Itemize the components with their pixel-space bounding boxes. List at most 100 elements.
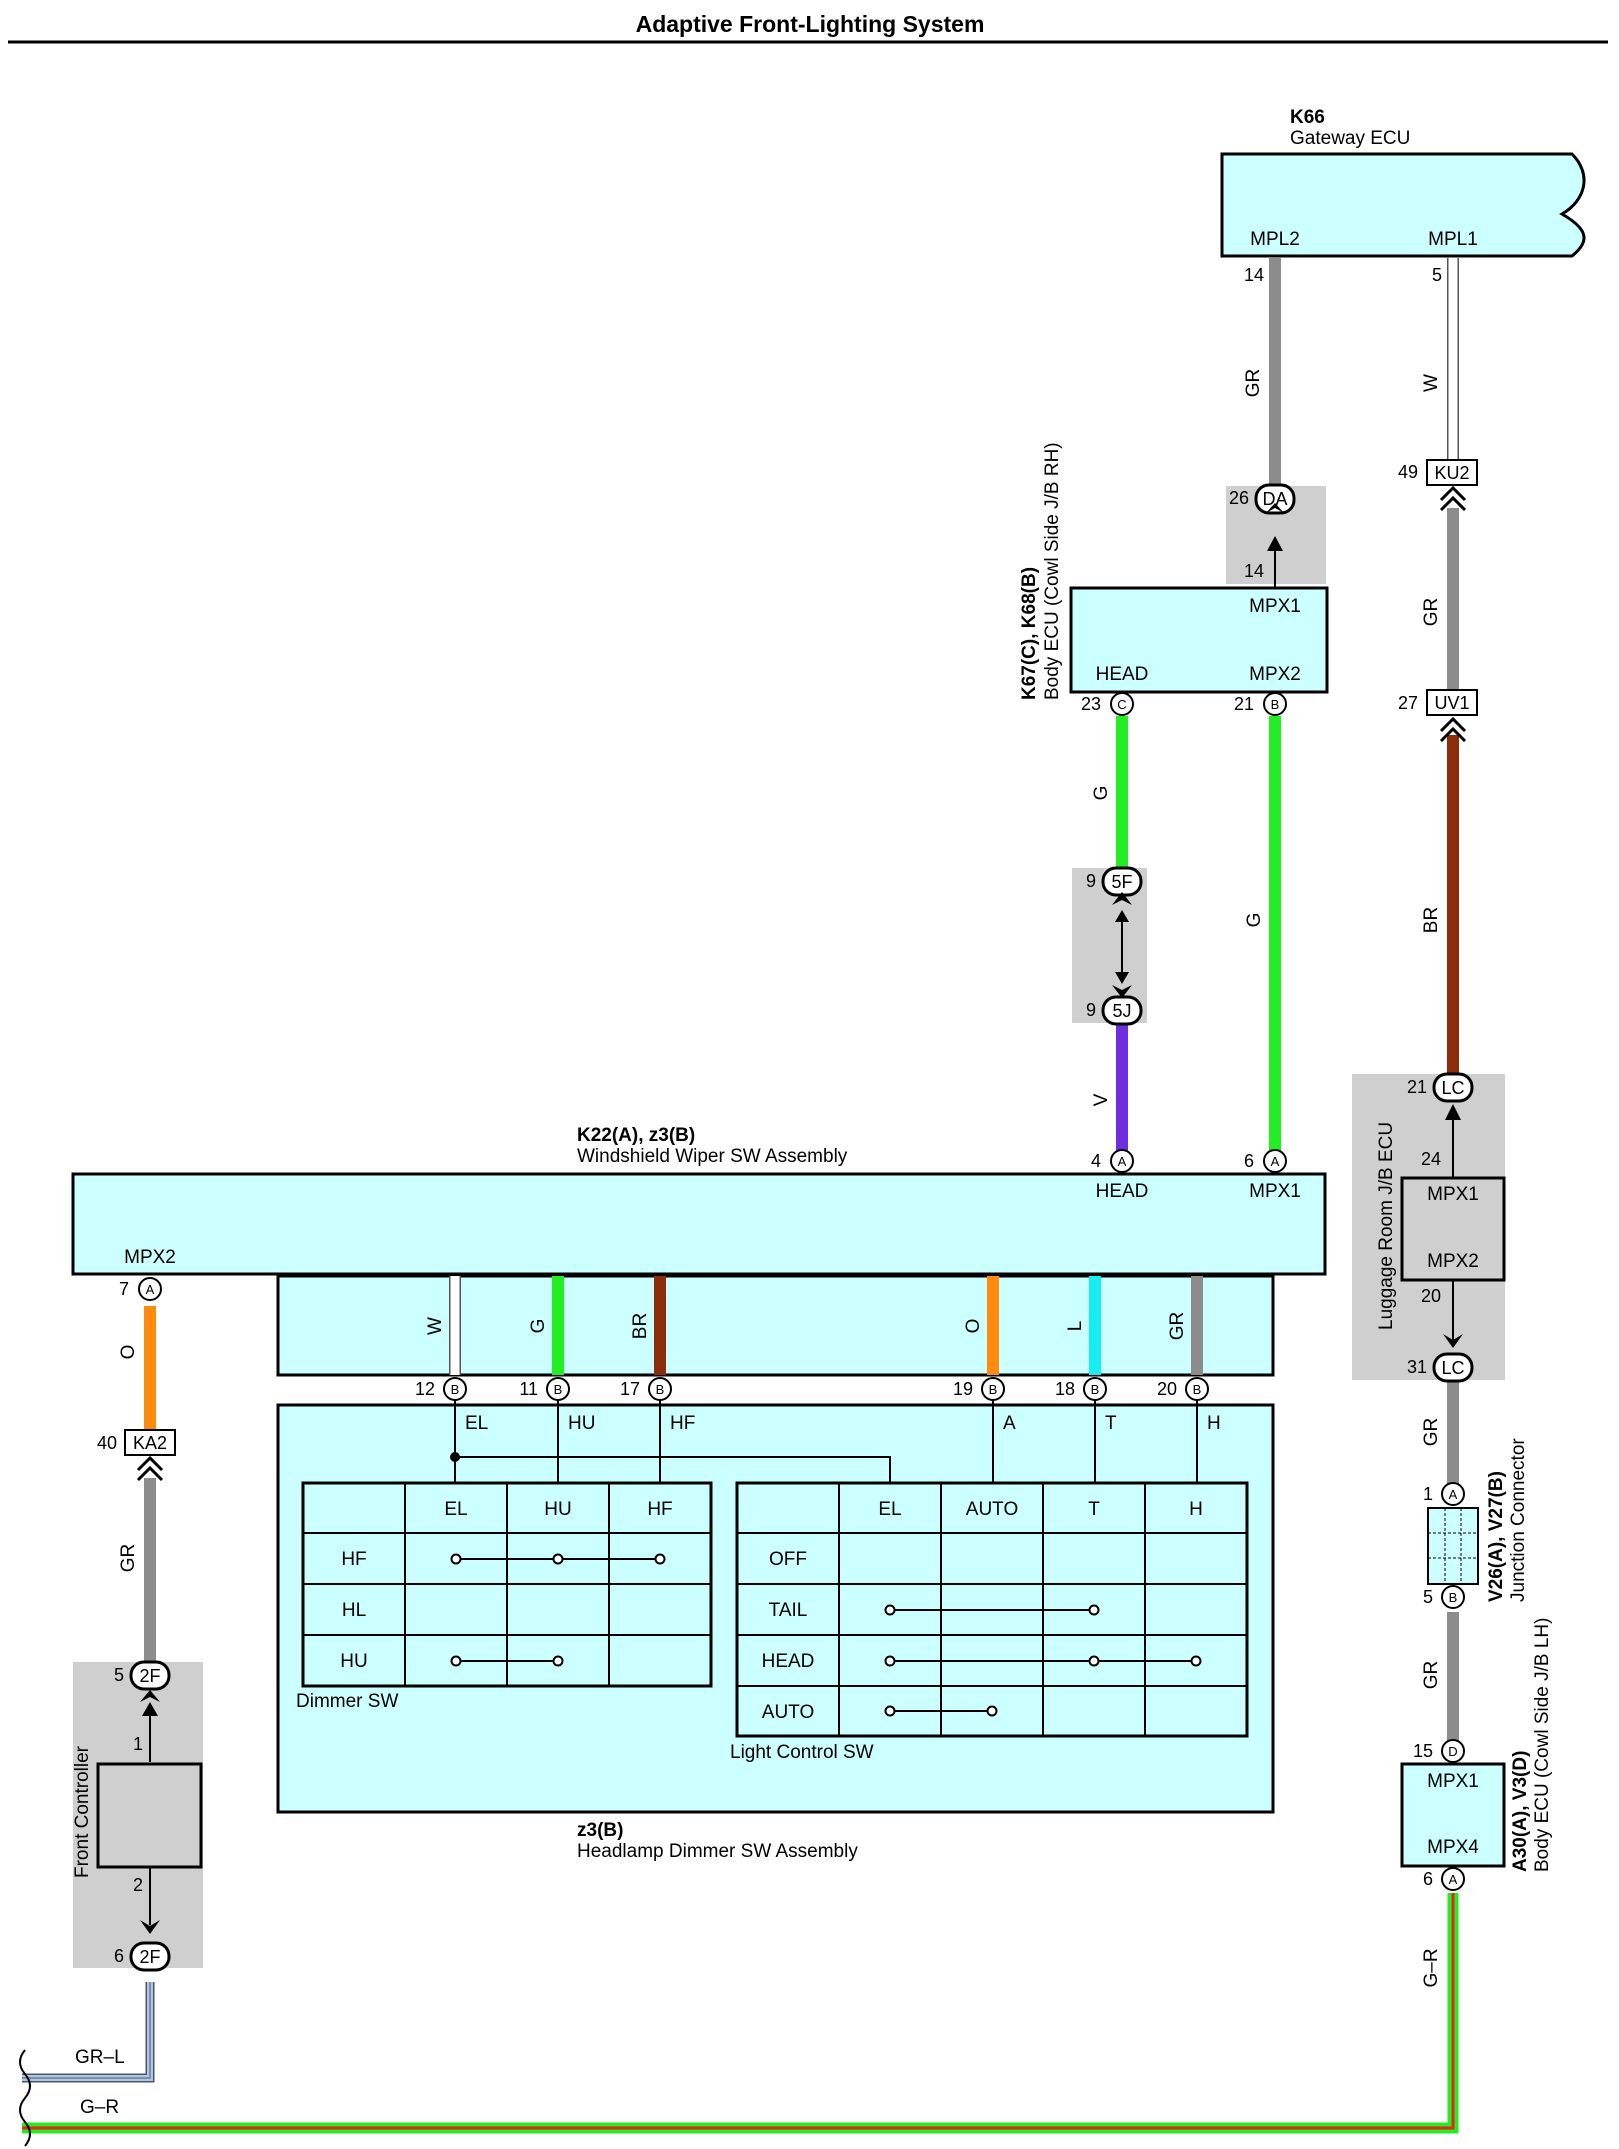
body-ecu-rh-pin-mpx1: 14: [1244, 561, 1264, 581]
da-pin: 26: [1229, 488, 1249, 508]
5f-5j-link-top: [1115, 910, 1129, 922]
wiper-pin-mpx1: 6: [1244, 1151, 1254, 1171]
dimmer-pin-18: 18 B: [1055, 1377, 1107, 1401]
dimmer-row-hf: HF: [341, 1549, 366, 1570]
body-ecu-rh-pin-mpx2: 21: [1234, 694, 1254, 714]
5f-5j-link-bot: [1115, 972, 1129, 984]
lc-top-pin: 21: [1407, 1077, 1427, 1097]
svg-text:12: 12: [415, 1379, 435, 1399]
wire-label-g-2: G: [1244, 913, 1265, 928]
front-ctrl-j-bot-label: 2F: [139, 1947, 160, 1967]
luggage-jb-box: [1400, 1176, 1506, 1282]
body-ecu-rh-name: Body ECU (Cowl Side J/B RH): [1042, 442, 1063, 700]
wire-label-br-1: BR: [1421, 907, 1442, 933]
gateway-pin-mpl2: 14: [1244, 265, 1264, 285]
front-ctrl-j-bot-pin: 6: [114, 1946, 124, 1966]
dimmer-wires: [449, 1276, 1203, 1375]
light-col-t: T: [1088, 1499, 1100, 1520]
wire-gr-l: [22, 1982, 155, 2083]
front-ctrl-bot-arrow: [140, 1920, 160, 1934]
da-label: DA: [1262, 489, 1287, 509]
body-ecu-rh-conn-mpx2: B: [1271, 697, 1280, 712]
da-oval: [1254, 483, 1296, 515]
svg-text:19: 19: [953, 1379, 973, 1399]
svg-text:11: 11: [519, 1379, 538, 1399]
wire-label-gr-2: GR: [1421, 598, 1442, 627]
5f-arrow: [1112, 892, 1132, 905]
gateway-code: K66: [1290, 107, 1325, 128]
dimmer-wire-label-g: G: [528, 1319, 549, 1334]
dimmer-term-t: T: [1105, 1413, 1117, 1434]
dimmer-pin-11: 11 B: [519, 1377, 570, 1401]
wiper-pin-mpx2: 7: [119, 1279, 129, 1299]
ku2-box: [1426, 459, 1478, 486]
dimmer-wire-label-br: BR: [630, 1313, 651, 1339]
svg-text:B: B: [554, 1382, 563, 1397]
front-ctrl-pin-top: 1: [133, 1734, 143, 1754]
body-ecu-lh-pin-mpx1: 15: [1413, 1741, 1433, 1761]
uv1-box: [1426, 689, 1478, 716]
front-ctrl-j-top-label: 2F: [139, 1666, 160, 1686]
wiper-sw-code: K22(A), z3(B): [577, 1125, 695, 1146]
lc-bot-oval: [1432, 1352, 1474, 1383]
wiper-conn-mpx1-circle: [1263, 1149, 1287, 1173]
ka2-chevron: [136, 1455, 164, 1482]
light-col-auto: AUTO: [966, 1499, 1018, 1520]
dimmer-pin-20: 20 B: [1157, 1377, 1209, 1401]
body-ecu-lh-pin-mpx4: 6: [1423, 1869, 1433, 1889]
wiper-conn-mpx2: A: [146, 1282, 155, 1297]
gateway-pin-mpl1: 5: [1432, 265, 1442, 285]
wire-label-v: V: [1091, 1093, 1112, 1106]
wire-label-gr-5: GR: [118, 1544, 139, 1573]
lc-top-arrow: [1445, 1104, 1461, 1120]
body-ecu-lh-conn-mpx4: A: [1449, 1872, 1458, 1887]
svg-text:20: 20: [1157, 1379, 1177, 1399]
dimmer-row-hu: HU: [340, 1651, 367, 1672]
5j-oval: [1101, 995, 1143, 1026]
light-row-auto: AUTO: [762, 1702, 814, 1723]
ka2-pin: 40: [97, 1433, 117, 1453]
svg-text:B: B: [656, 1382, 665, 1397]
dimmer-continuity-hu: [450, 1655, 564, 1667]
wiper-term-mpx2: MPX2: [124, 1247, 176, 1268]
break-mark-left: [19, 2049, 31, 2147]
gateway-term-mpl2: MPL2: [1250, 229, 1300, 250]
body-ecu-lh-term-mpx1: MPX1: [1427, 1771, 1479, 1792]
wiper-conn-mpx1: A: [1271, 1154, 1280, 1169]
body-ecu-lh-code: A30(A), V3(D): [1510, 1751, 1531, 1872]
gateway-term-mpl1: MPL1: [1428, 229, 1478, 250]
light-sw-table: [735, 1481, 1249, 1738]
svg-text:B: B: [1091, 1382, 1100, 1397]
light-continuity-tail: [884, 1604, 1100, 1616]
jc-conn-b: B: [1449, 1590, 1458, 1605]
uv1-pin: 27: [1398, 693, 1418, 713]
wire-g-r: [22, 1893, 1459, 2134]
body-ecu-lh-term-mpx4: MPX4: [1427, 1837, 1479, 1858]
uv1-label: UV1: [1434, 693, 1469, 713]
ka2-label: KA2: [133, 1433, 167, 1453]
body-ecu-rh-conn-head-circle: [1110, 692, 1134, 716]
body-ecu-rh-term-mpx1: MPX1: [1249, 596, 1301, 617]
dimmer-el-junction-dot: [450, 1452, 460, 1462]
body-ecu-lh-box: [1400, 1762, 1506, 1868]
body-ecu-lh-name: Body ECU (Cowl Side J/B LH): [1532, 1618, 1553, 1872]
body-ecu-lh-conn-mpx4-circle: [1441, 1867, 1465, 1891]
5j-arrow: [1112, 985, 1132, 998]
wire-label-gr-1: GR: [1243, 369, 1264, 398]
gateway-name: Gateway ECU: [1290, 128, 1410, 149]
wire-label-g-r-horiz: G–R: [80, 2097, 119, 2118]
junction-connector-box: [1427, 1507, 1479, 1585]
body-ecu-rh-code: K67(C), K68(B): [1019, 567, 1040, 700]
body-ecu-rh-term-head: HEAD: [1096, 664, 1149, 685]
jc-conn-b-circle: [1441, 1585, 1465, 1609]
dimmer-pin-19: 19 B: [953, 1377, 1005, 1401]
front-ctrl-pin-bottom: 2: [133, 1875, 143, 1895]
lc-bot-label: LC: [1441, 1358, 1464, 1378]
wiper-conn-mpx2-circle: [138, 1277, 162, 1301]
dimmer-row-hl: HL: [342, 1600, 366, 1621]
wire-label-gr-4: GR: [1421, 1661, 1442, 1690]
uv1-chevron: [1439, 716, 1467, 743]
dimmer-wire-label-l: L: [1065, 1321, 1086, 1332]
body-ecu-rh-conn-head: C: [1117, 697, 1126, 712]
